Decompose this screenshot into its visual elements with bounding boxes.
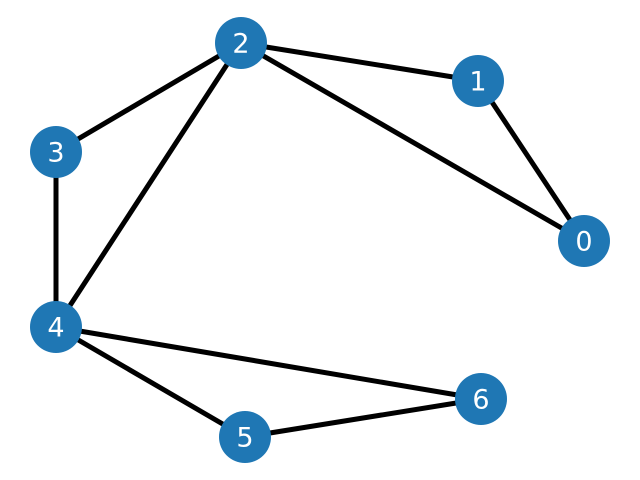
graph-node-3: [30, 126, 82, 178]
graph-node-4: [30, 301, 82, 353]
graph-node-6: [455, 373, 507, 425]
graph-edge-2-3: [54, 40, 243, 155]
graph-node-5: [219, 411, 271, 463]
graph-node-2: [215, 17, 267, 69]
graph-edge-4-6: [55, 324, 482, 402]
graph-edge-0-2: [239, 40, 586, 244]
graph-edge-2-4: [53, 41, 244, 329]
graph-edge-5-6: [244, 396, 482, 440]
graph-node-1: [452, 55, 504, 107]
graph-node-0: [558, 215, 610, 267]
graph-edge-1-2: [240, 40, 479, 84]
graph-edge-0-1: [475, 79, 587, 243]
graph-edge-4-5: [54, 324, 247, 440]
